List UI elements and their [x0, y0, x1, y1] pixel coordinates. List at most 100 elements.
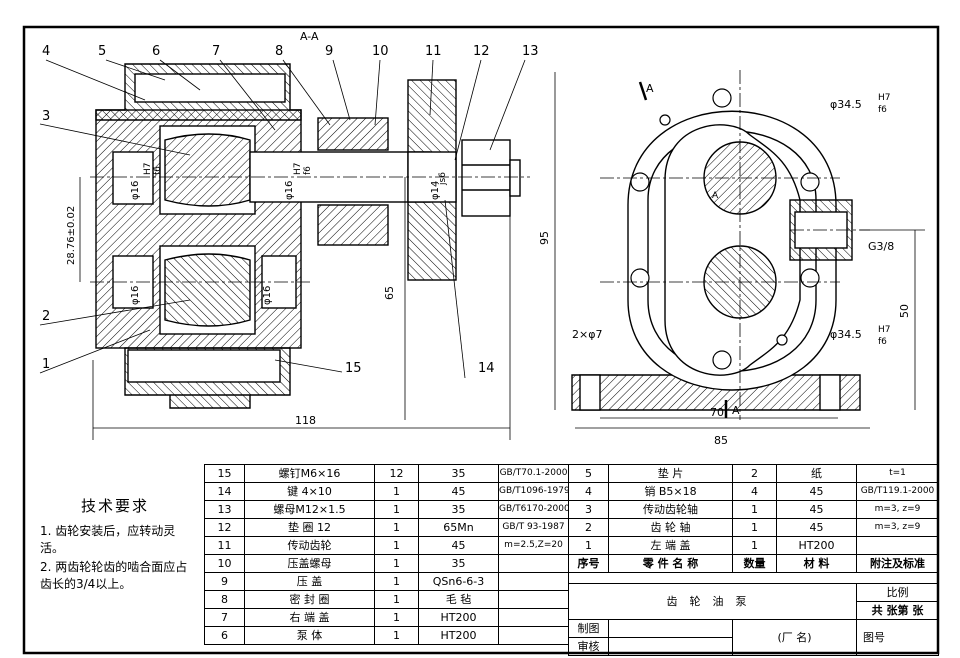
callout-8: 8 — [275, 44, 283, 59]
part-cell — [498, 554, 569, 573]
section-mark-a-top: A — [646, 82, 654, 95]
tech-item-2: 2. 两齿轮轮齿的啮合面应占齿长的3/4以上。 — [40, 560, 188, 591]
callout-6: 6 — [152, 44, 160, 59]
part-cell: 销 B5×18 — [608, 482, 733, 501]
check-label: 审核 — [568, 637, 609, 656]
part-cell: 45 — [776, 518, 857, 537]
part-cell: 14 — [204, 482, 245, 501]
screw-bottom — [127, 349, 281, 383]
part-cell: 10 — [204, 554, 245, 573]
part-cell: 1 — [374, 536, 419, 555]
dim-118: 118 — [295, 414, 316, 427]
part-cell: 右 端 盖 — [244, 608, 375, 627]
screw-top — [134, 73, 286, 103]
part-cell: GB/T119.1-2000 — [856, 482, 939, 501]
part-cell: 齿 轮 轴 — [608, 518, 733, 537]
part-cell: HT200 — [776, 536, 857, 555]
section-mark-a-center: A — [712, 191, 719, 201]
callout-9: 9 — [325, 44, 333, 59]
callout-13: 13 — [522, 44, 539, 59]
part-cell: 1 — [374, 500, 419, 519]
part-cell: 纸 — [776, 464, 857, 483]
part-cell: 1 — [374, 608, 419, 627]
dim-bore-1: φ16 — [130, 181, 141, 200]
sheet-label: 共 张第 张 — [856, 601, 939, 620]
part-cell: 1 — [732, 500, 777, 519]
part-cell: 1 — [732, 536, 777, 555]
dim-85: 85 — [714, 434, 728, 447]
dim-bore-3: φ16 — [262, 286, 273, 305]
callout-14: 14 — [478, 361, 495, 376]
part-cell: 1 — [374, 554, 419, 573]
dim-phi345-top: φ34.5 — [830, 98, 862, 111]
header-mat: 材 料 — [776, 554, 857, 573]
part-cell: 65Mn — [418, 518, 499, 537]
callout-7: 7 — [212, 44, 220, 59]
dim-phi345-bottom: φ34.5 — [830, 328, 862, 341]
part-cell: 1 — [374, 482, 419, 501]
part-cell — [498, 608, 569, 627]
dim-center-distance: 28.76±0.02 — [66, 206, 77, 265]
dim-g38: G3/8 — [868, 240, 894, 253]
gland-top — [317, 117, 389, 151]
header-note: 附注及标准 — [856, 554, 939, 573]
gear-shaft — [164, 253, 251, 327]
dim-bore-2: φ16 — [130, 286, 141, 305]
drawing-number-label: 图号 — [856, 619, 939, 656]
header-name: 零 件 名 称 — [608, 554, 733, 573]
part-cell: 5 — [568, 464, 609, 483]
part-cell: 垫 圈 12 — [244, 518, 375, 537]
part-cell: 45 — [776, 482, 857, 501]
part-cell — [498, 590, 569, 609]
tech-item-1: 1. 齿轮安装后，应转动灵活。 — [40, 524, 176, 555]
draw-label: 制图 — [568, 619, 609, 638]
right-dimension-labels: 95 50 70 85 φ34.5 H7 f6 φ34.5 H7 f6 G3/8… — [538, 82, 911, 447]
fit-h7-2: H7 — [293, 163, 303, 176]
part-cell: 传动齿轮 — [244, 536, 375, 555]
part-cell: QSn6-6-3 — [418, 572, 499, 591]
tech-heading: 技术要求 — [80, 497, 149, 515]
nut — [461, 139, 511, 217]
section-view-aa: A-A — [79, 30, 530, 440]
part-cell: 4 — [568, 482, 609, 501]
part-cell: 35 — [418, 500, 499, 519]
technical-requirements: 技术要求 1. 齿轮安装后，应转动灵活。 2. 两齿轮轮齿的啮合面应占齿长的3/… — [40, 498, 190, 595]
part-cell: 毛 毡 — [418, 590, 499, 609]
part-cell: 8 — [204, 590, 245, 609]
section-mark-a-bottom: A — [732, 404, 740, 417]
part-cell: 1 — [374, 626, 419, 645]
callout-12: 12 — [473, 44, 490, 59]
drawing-border — [22, 25, 940, 655]
driving-gear-shaft — [164, 133, 251, 207]
callout-10: 10 — [372, 44, 389, 59]
fit-js6: js6 — [438, 172, 448, 186]
part-cell: 35 — [418, 464, 499, 483]
part-cell: m=2.5,Z=20 — [498, 536, 569, 555]
part-cell: 11 — [204, 536, 245, 555]
fit-h7-top: H7 — [878, 93, 891, 103]
end-view — [554, 70, 925, 429]
part-cell: 1 — [374, 518, 419, 537]
part-cell: 15 — [204, 464, 245, 483]
part-cell: 螺钉M6×16 — [244, 464, 375, 483]
dim-bore-shaft: φ16 — [284, 181, 295, 200]
part-cell: m=3, z=9 — [856, 500, 939, 519]
drawing-title: 齿轮油泵 — [568, 583, 857, 620]
part-cell: 左 端 盖 — [608, 536, 733, 555]
part-cell: 3 — [568, 500, 609, 519]
part-cell: HT200 — [418, 608, 499, 627]
part-cell: 45 — [776, 500, 857, 519]
